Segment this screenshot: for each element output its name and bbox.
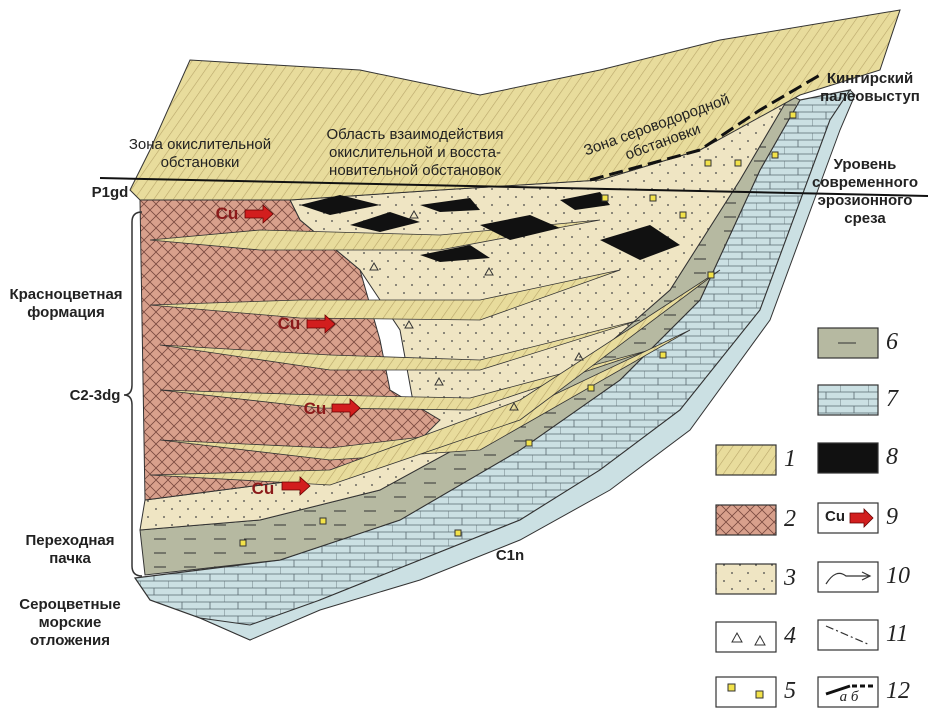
cu-arrow-1 [244, 204, 274, 224]
label-redbed-formation: Красноцветная формация [9, 286, 123, 321]
legend-swatch-7 [817, 384, 879, 416]
legend-swatch-1 [715, 444, 777, 476]
sulfide-body-1 [300, 195, 380, 215]
legend-num-11: 11 [886, 621, 909, 647]
label-c23dg: C2-3dg [69, 387, 121, 404]
breccia-triangles [369, 209, 584, 411]
legend-swatch-2 [715, 504, 777, 536]
legend-num-4: 4 [784, 623, 796, 649]
cu-arrow-4 [281, 476, 311, 496]
label-zone-oxidizing: Зона окислительной обстановки [128, 136, 272, 171]
legend-num-6: 6 [886, 329, 898, 355]
sulfide-body-2 [350, 212, 420, 232]
hatched-lens-3 [159, 319, 641, 371]
label-erosion-level: Уровень современного эрозионного среза [812, 156, 918, 227]
formation-bracket [123, 211, 143, 577]
cu-arrow-3 [331, 398, 361, 418]
legend-swatch-5 [715, 676, 777, 708]
label-p1gd: P1gd [91, 184, 129, 201]
hatched-lens-6 [149, 269, 721, 486]
outer-blue-band [199, 89, 856, 641]
cu-label-3: Cu [303, 399, 327, 418]
legend-cu-text: Cu [825, 508, 845, 525]
legend-num-2: 2 [784, 506, 796, 532]
legend-num-7: 7 [886, 386, 898, 412]
legend-num-10: 10 [886, 563, 910, 589]
hatched-lens-1 [149, 219, 601, 251]
label-gray-marine: Сероцветные морские отложения [19, 596, 121, 649]
erosion-level-line [99, 177, 929, 197]
legend-num-3: 3 [784, 565, 796, 591]
cu-label-1: Cu [215, 204, 239, 223]
pyrite-squares [239, 111, 797, 547]
label-c1n: C1n [495, 547, 525, 564]
sulfide-body-5 [600, 225, 680, 260]
redbed-layer [139, 199, 441, 501]
sulfide-body-7 [420, 245, 490, 262]
sulfide-body-3 [420, 198, 480, 212]
legend-num-9: 9 [886, 504, 898, 530]
legend [715, 327, 879, 708]
cu-label-4: Cu [251, 479, 275, 498]
legend-num-12: 12 [886, 678, 910, 704]
label-interaction-area: Область взаимодействия окислительной и в… [326, 126, 504, 179]
hatched-lens-5 [159, 329, 691, 461]
legend-num-5: 5 [784, 678, 796, 704]
legend-ab-text: а б [839, 689, 859, 705]
legend-num-1: 1 [784, 446, 796, 472]
sulfide-body-6 [560, 192, 610, 210]
hatched-lens-2 [149, 269, 621, 321]
label-kingir: Кингирский палеовыступ [820, 70, 920, 105]
label-transition-pack: Переходная пачка [25, 532, 115, 567]
legend-swatch-3 [715, 563, 777, 595]
cu-arrow-2 [306, 314, 336, 334]
cu-label-2: Cu [277, 314, 301, 333]
yellow-hatched-top [129, 9, 901, 201]
legend-num-8: 8 [886, 444, 898, 470]
legend-swatch-4 [715, 621, 777, 653]
legend-swatch-8 [817, 442, 879, 474]
h2s-zone-boundary [589, 73, 821, 182]
sulfide-body-4 [480, 215, 560, 240]
